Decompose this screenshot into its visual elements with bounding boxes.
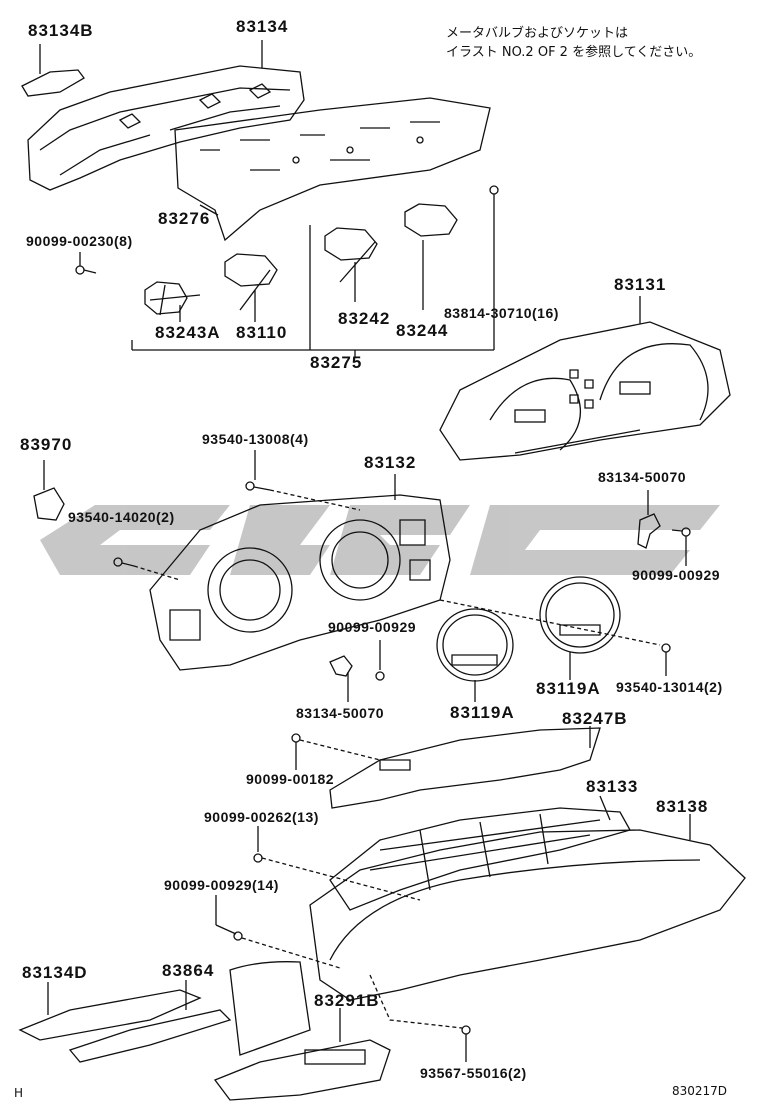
label-93540-13008: 93540-13008(4) xyxy=(202,431,309,447)
reference-note: メータバルブおよびソケットは イラスト NO.2 OF 2 を参照してください。 xyxy=(446,24,701,62)
diagram-id: 830217D xyxy=(672,1084,728,1098)
screw-90099-00929-right xyxy=(671,527,691,566)
movement-83242 xyxy=(324,227,378,302)
screw-93540-13008 xyxy=(245,450,361,511)
label-83119a-left: 83119A xyxy=(450,703,515,722)
screw-93540-14020 xyxy=(113,557,181,581)
screw-90099-00182 xyxy=(291,733,381,770)
note-line-2: イラスト NO.2 OF 2 を参照してください。 xyxy=(446,45,702,60)
label-93567-55016: 93567-55016(2) xyxy=(420,1065,527,1081)
watermark-logo xyxy=(40,505,720,575)
label-93540-14020: 93540-14020(2) xyxy=(68,509,175,525)
screw-90099-00230 xyxy=(75,252,97,275)
label-83134d: 83134D xyxy=(22,963,88,982)
rail-83864 xyxy=(68,980,232,1063)
part-83970 xyxy=(33,460,65,521)
label-83134-50070-left: 83134-50070 xyxy=(296,705,385,721)
dial-plate-83131 xyxy=(439,296,731,461)
label-83134-50070-right: 83134-50070 xyxy=(598,469,687,485)
lens-83138 xyxy=(309,814,746,1001)
label-83133: 83133 xyxy=(586,777,639,796)
label-83276: 83276 xyxy=(158,209,211,228)
label-83134: 83134 xyxy=(236,17,289,36)
label-83138: 83138 xyxy=(656,797,709,816)
screw-90099-00929-14 xyxy=(215,895,341,969)
label-83242: 83242 xyxy=(338,309,391,328)
screw-93567-55016 xyxy=(369,974,471,1062)
label-83110: 83110 xyxy=(236,323,288,342)
label-90099-00929-right: 90099-00929 xyxy=(632,567,721,583)
frame-83133 xyxy=(329,795,631,911)
screw-90099-00929-center xyxy=(375,640,385,681)
screw-83814 xyxy=(489,185,499,350)
meter-case-83132 xyxy=(149,474,451,671)
label-90099-00182: 90099-00182 xyxy=(246,771,335,787)
ring-83119a-left xyxy=(436,608,514,702)
label-83275: 83275 xyxy=(310,353,363,372)
label-90099-00929-center: 90099-00929 xyxy=(328,619,417,635)
label-83814-30710: 83814-30710(16) xyxy=(444,305,559,321)
label-83131: 83131 xyxy=(614,275,667,294)
label-90099-00929-14: 90099-00929(14) xyxy=(164,877,279,893)
label-83132: 83132 xyxy=(364,453,417,472)
cover-83247b xyxy=(329,726,601,809)
label-90099-00262: 90099-00262(13) xyxy=(204,809,319,825)
screw-90099-00262 xyxy=(253,826,421,901)
screw-93540-13014 xyxy=(661,643,671,676)
label-83244: 83244 xyxy=(396,321,449,340)
upper-housing-83134 xyxy=(27,40,305,191)
flex-circuit xyxy=(229,961,311,1056)
note-line-1: メータバルブおよびソケットは xyxy=(446,26,629,41)
label-93540-13014: 93540-13014(2) xyxy=(616,679,723,695)
movement-83244 xyxy=(404,203,458,310)
bracket-83134d xyxy=(18,982,202,1041)
movement-83110 xyxy=(224,253,278,322)
label-83119a-right: 83119A xyxy=(536,679,601,698)
label-83247b: 83247B xyxy=(562,709,628,728)
circuit-board-83276 xyxy=(174,97,491,242)
clip-83134b xyxy=(21,44,85,97)
bracket-83134-50070-right xyxy=(637,490,661,549)
corner-mark-left: H xyxy=(14,1086,24,1100)
label-83864: 83864 xyxy=(162,961,215,980)
ring-83119a-right xyxy=(439,576,661,680)
bracket-83275 xyxy=(131,225,494,358)
label-90099-00230: 90099-00230(8) xyxy=(26,233,133,249)
label-83134b: 83134B xyxy=(28,21,94,40)
label-83970: 83970 xyxy=(20,435,73,454)
label-83243a: 83243A xyxy=(155,323,221,342)
bracket-83134-50070-left xyxy=(329,655,353,702)
display-83291b xyxy=(213,1008,391,1101)
label-83291b: 83291B xyxy=(314,991,380,1010)
movement-83243a xyxy=(144,281,201,322)
